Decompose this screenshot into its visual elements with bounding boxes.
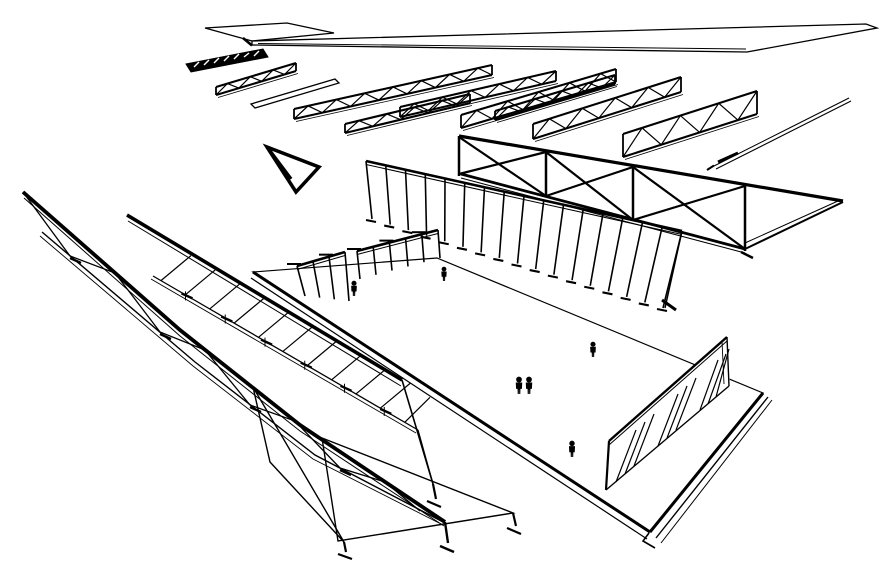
open-web-truss — [215, 61, 299, 98]
frame-a-zigzag-web — [22, 191, 421, 512]
frame-a-end-triangle-2 — [321, 436, 516, 542]
person-figure — [441, 266, 447, 281]
truss-web — [344, 93, 471, 134]
people — [351, 266, 596, 457]
person-figure — [568, 440, 576, 457]
truss-web — [532, 76, 682, 140]
back-wall — [365, 159, 683, 313]
open-web-truss — [494, 73, 618, 123]
open-web-truss — [399, 69, 559, 120]
stud-wall-fragment-1 — [287, 250, 350, 302]
louver-slats — [615, 348, 730, 483]
open-web-truss — [460, 67, 619, 131]
open-web-truss — [532, 75, 684, 142]
girder — [457, 134, 844, 260]
frame-a-end-triangle-1 — [252, 386, 345, 543]
left-frame-a — [21, 190, 522, 561]
plank — [249, 78, 341, 109]
truss-web — [293, 67, 493, 120]
slender-beam — [706, 97, 852, 171]
girder-foot — [740, 250, 754, 260]
truss-web — [622, 90, 758, 158]
girder-braces — [458, 136, 746, 250]
person-figure — [515, 376, 523, 394]
truss-web — [494, 74, 616, 121]
person-figure — [351, 280, 357, 296]
left-frame-b — [126, 213, 442, 509]
truss-web — [460, 72, 617, 129]
solid-truss-hatches — [193, 50, 260, 68]
open-web-truss — [622, 90, 760, 160]
truss-row — [215, 61, 760, 160]
solid-truss — [185, 48, 269, 73]
truss-web — [215, 62, 297, 96]
slab-corner-notch — [641, 532, 656, 549]
truss-web — [399, 70, 557, 118]
person-figure — [525, 376, 533, 394]
folded-plate-triangle — [262, 143, 323, 195]
open-web-truss — [293, 63, 495, 122]
roof-plane — [204, 22, 880, 53]
person-figure — [590, 341, 596, 357]
stud-wall-fragment-2 — [347, 228, 441, 280]
louver-wall — [604, 336, 730, 491]
